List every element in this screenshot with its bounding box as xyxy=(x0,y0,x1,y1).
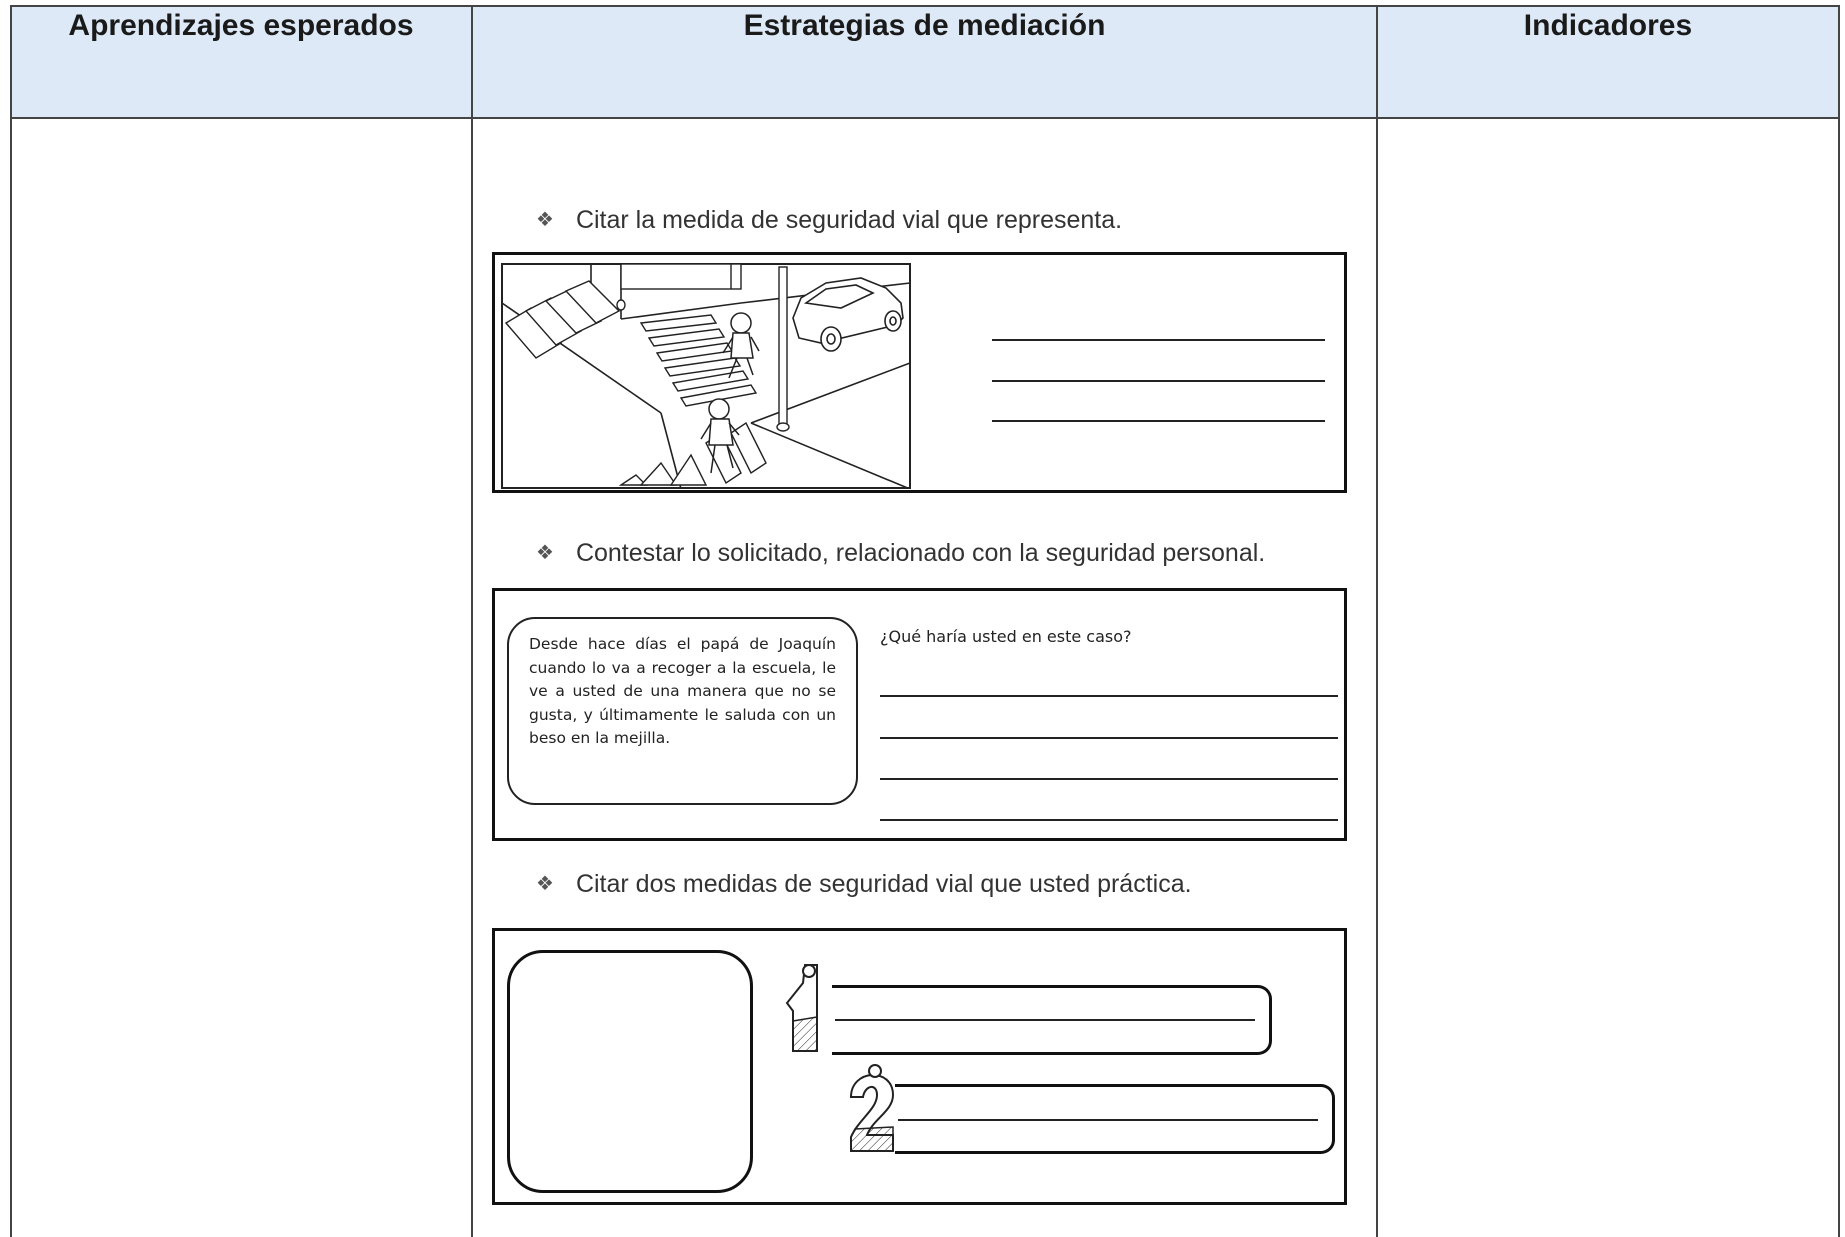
activity-1-text: Citar la medida de seguridad vial que re… xyxy=(575,206,1123,234)
column-divider-1 xyxy=(471,5,473,1237)
diamond-bullet-icon: ❖ xyxy=(536,542,554,564)
column-divider-2 xyxy=(1376,5,1378,1237)
header-cell-aprendizajes xyxy=(11,6,471,117)
header-cell-indicadores xyxy=(1378,6,1838,117)
answer-line[interactable] xyxy=(992,380,1325,382)
activity-2-frame: Desde hace días el papá de Joaquín cuand… xyxy=(492,588,1347,841)
answer-line[interactable] xyxy=(992,420,1325,422)
number-one-icon xyxy=(785,964,818,1052)
answer-line[interactable] xyxy=(880,695,1338,697)
header-indicadores: Indicadores xyxy=(1523,9,1693,42)
drawing-box[interactable] xyxy=(507,950,753,1193)
crosswalk-illustration xyxy=(501,263,911,489)
activity-3: ❖ Citar dos medidas de seguridad vial que… xyxy=(536,870,1192,899)
table-border-top xyxy=(10,5,1840,7)
header-estrategias-de-mediacion: Estrategias de mediación xyxy=(743,9,1106,42)
header-divider xyxy=(10,117,1840,119)
activity-2-text: Contestar lo solicitado, relacionado con… xyxy=(575,539,1266,567)
header-aprendizajes-esperados: Aprendizajes esperados xyxy=(68,9,414,42)
answer-box-2[interactable] xyxy=(895,1084,1335,1154)
answer-line[interactable] xyxy=(835,1019,1255,1021)
story-box: Desde hace días el papá de Joaquín cuand… xyxy=(507,617,858,805)
answer-line[interactable] xyxy=(992,339,1325,341)
activity-1-frame xyxy=(492,252,1347,493)
table-border-right xyxy=(1838,5,1840,1237)
table-border-left xyxy=(10,5,12,1237)
activity-3-frame xyxy=(492,928,1347,1205)
activity-2: ❖ Contestar lo solicitado, relacionado co… xyxy=(536,539,1265,568)
diamond-bullet-icon: ❖ xyxy=(536,209,554,231)
question-text: ¿Qué haría usted en este caso? xyxy=(880,627,1132,646)
answer-line[interactable] xyxy=(898,1119,1318,1121)
activity-3-text: Citar dos medidas de seguridad vial que … xyxy=(575,870,1192,898)
answer-line[interactable] xyxy=(880,737,1338,739)
activity-1: ❖ Citar la medida de seguridad vial que r… xyxy=(536,206,1122,235)
answer-line[interactable] xyxy=(880,819,1338,821)
answer-line[interactable] xyxy=(880,778,1338,780)
diamond-bullet-icon: ❖ xyxy=(536,873,554,895)
answer-box-1[interactable] xyxy=(832,985,1272,1055)
number-two-icon xyxy=(849,1064,895,1152)
header-cell-estrategias xyxy=(473,6,1376,117)
